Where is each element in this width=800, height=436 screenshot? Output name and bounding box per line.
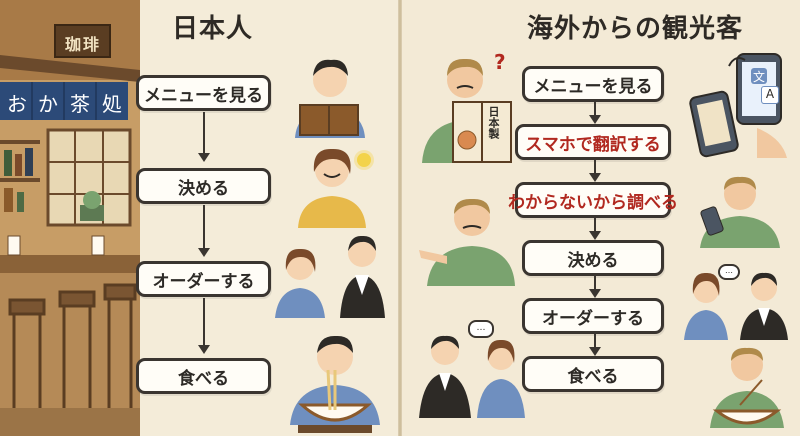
left-panel-title: 日本人 xyxy=(172,14,254,44)
tourist-eating-illustration xyxy=(710,347,784,428)
man-eating-ramen-illustration xyxy=(290,335,380,433)
smartphone-translate-illustration xyxy=(689,53,787,158)
cafe-interior-illustration xyxy=(0,0,140,436)
left-arrow-1 xyxy=(196,112,212,162)
woman-idea-illustration xyxy=(298,148,366,228)
customer-ordering-illustration xyxy=(275,248,325,318)
right-arrow-1 xyxy=(587,102,603,124)
left-step-decide: 決める xyxy=(136,168,271,204)
right-arrow-2 xyxy=(587,160,603,182)
right-step-eat: 食べる xyxy=(522,356,664,392)
tourist-searching-phone-illustration xyxy=(700,176,780,248)
question-mark-icon: ? xyxy=(494,50,506,74)
shop-sign-text: 珈琲 xyxy=(64,35,101,54)
left-arrow-2 xyxy=(196,205,212,257)
left-step-order: オーダーする xyxy=(136,261,271,297)
translate-glyph-target: A xyxy=(761,86,779,104)
tourist-confused-menu-illustration xyxy=(422,58,512,163)
noren-char-4: 処 xyxy=(102,92,122,116)
panel-divider xyxy=(398,0,402,436)
left-step-look-menu: メニューを見る xyxy=(136,75,271,111)
right-arrow-3 xyxy=(587,218,603,240)
tourist-pointing-illustration xyxy=(419,198,515,286)
noren-char-1: お xyxy=(7,92,27,116)
speech-bubble-icon-2: … xyxy=(468,320,494,338)
lightbulb-icon xyxy=(357,153,371,167)
right-panel-title: 海外からの観光客 xyxy=(527,14,744,44)
man-reading-menu-illustration xyxy=(295,59,365,138)
left-arrow-3 xyxy=(196,298,212,354)
right-arrow-4 xyxy=(587,276,603,298)
noren-char-2: か xyxy=(38,92,58,116)
right-step-decide: 決める xyxy=(522,240,664,276)
left-step-eat: 食べる xyxy=(136,358,271,394)
waiter-and-customer-illustration xyxy=(419,335,525,418)
right-arrow-5 xyxy=(587,334,603,356)
menu-book-text: 日本製 xyxy=(487,106,500,139)
noren-char-3: 茶 xyxy=(70,92,90,116)
translate-glyph-source: 文 xyxy=(751,68,767,84)
right-step-research: わからないから調べる xyxy=(508,182,678,218)
right-step-order: オーダーする xyxy=(522,298,664,334)
left-panel: 珈琲 お か 茶 処 日本人 メニューを見る 決める オーダーする 食べる xyxy=(0,0,398,436)
speech-bubble-icon: … xyxy=(718,264,740,280)
right-panel: 海外からの観光客 メニューを見る スマホで翻訳する わからないから調べる 決める… xyxy=(402,0,800,436)
couple-ordering-illustration xyxy=(684,272,788,340)
right-step-translate: スマホで翻訳する xyxy=(515,124,671,160)
right-step-look-menu: メニューを見る xyxy=(522,66,664,102)
shop-sign-board xyxy=(54,24,111,58)
waiter-illustration xyxy=(340,235,385,318)
